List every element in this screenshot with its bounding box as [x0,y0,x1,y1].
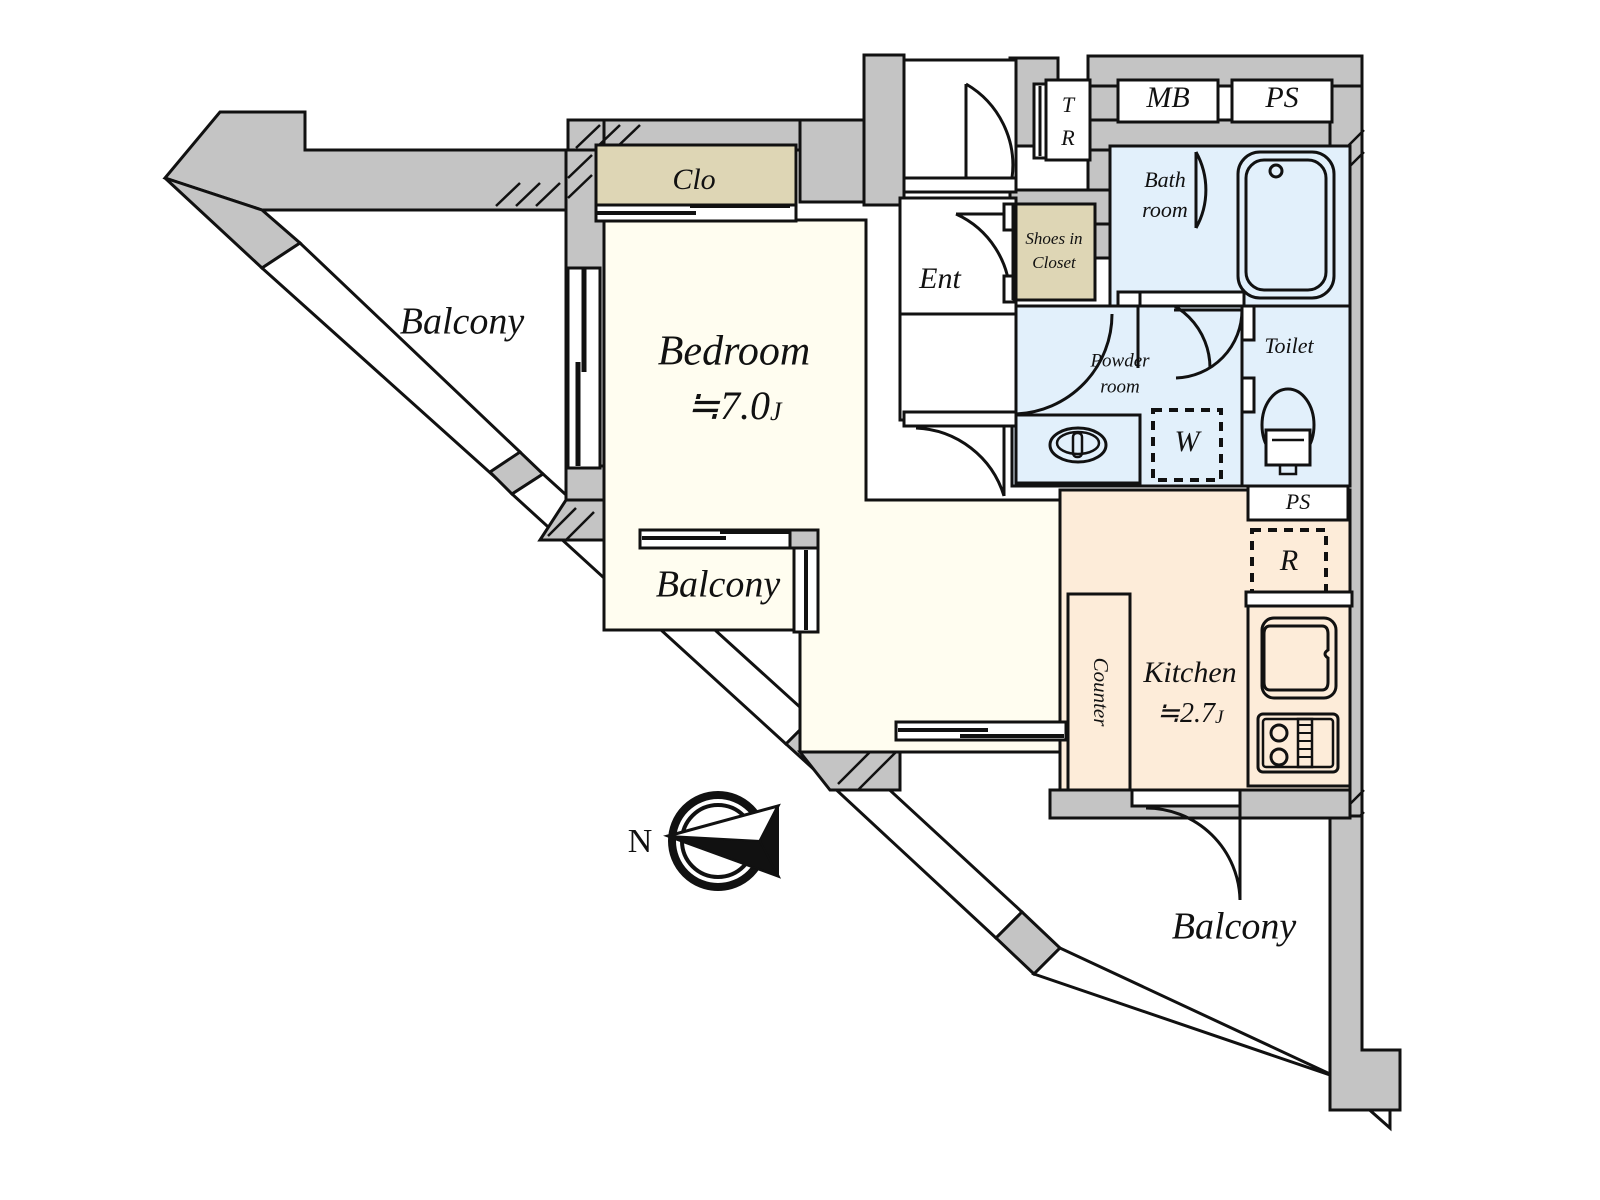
room-entrance-hall [898,312,1018,422]
door-kitchen-to-balcony[interactable] [1130,788,1242,901]
labels: Balcony Balcony Balcony Bedroom ≒7.0J Ki… [400,81,1315,948]
compass-north-label: N [628,823,653,860]
wall-hatch-decor-nw [495,124,641,207]
balcony-rail-south-b [1031,946,1392,1132]
door-front-entry[interactable] [902,82,1018,194]
compass-needle-tip [758,805,779,877]
label-refrigerator: R [1279,544,1298,577]
label-shoes-closet-line2: Closet [1032,253,1077,272]
label-toilet: Toilet [1264,333,1314,358]
label-shaft-ps-mid: PS [1285,489,1310,514]
kitchen-counter-peninsula [1066,592,1132,792]
shaft-ps-top [1230,78,1334,124]
label-shoes-closet-line1: Shoes in [1025,229,1082,248]
bathtub-fixture [1236,150,1336,300]
label-kitchen-area: ≒2.7J [1157,698,1226,729]
vanity-basin-fixture [1048,426,1108,464]
fixtures [1014,150,1354,792]
shaft-boxes [1044,78,1350,522]
label-balcony-south: Balcony [1172,906,1297,948]
room-closet [594,143,798,215]
door-powder-west[interactable] [1014,312,1116,416]
vanity-counter [1014,413,1142,485]
room-entrance [898,196,1018,322]
label-washer: W [1175,425,1203,458]
label-bedroom-area: ≒7.0J [686,383,783,428]
label-shaft-ps-top: PS [1264,81,1298,114]
stove-fixture [1256,712,1340,774]
room-bathroom [1108,144,1352,308]
window-living-south[interactable] [894,720,1068,742]
washer-marker [1151,408,1223,482]
label-powder-line2: room [1100,376,1139,397]
door-tr-closet[interactable] [1032,82,1048,160]
room-front-porch [902,58,1018,182]
door-bathroom-swing2[interactable] [1120,152,1206,228]
balcony-rail-northwest [259,241,523,481]
kitchen-counter-edge [1244,590,1354,608]
label-balcony-mid: Balcony [656,564,781,606]
window-bedroom-south[interactable] [638,528,820,550]
shaft-mb [1116,78,1220,124]
toilet-fixture [1260,387,1316,476]
label-shaft-mb: MB [1145,81,1189,114]
wall-hatch-decor-sw [547,507,595,541]
label-bedroom: Bedroom [658,329,810,375]
window-bedroom-southeast[interactable] [792,546,820,634]
shaft-ps-mid [1246,484,1350,522]
doors-and-windows [566,82,1256,901]
shaft-tr [1044,78,1092,162]
label-counter: Counter [1089,658,1113,728]
label-shaft-tr-line1: T [1062,92,1076,117]
kitchen-sink-fixture [1260,616,1338,700]
threshold-bathroom [1138,290,1246,308]
door-entrance-to-living[interactable] [902,410,1018,497]
wall-entry-column [862,53,906,207]
label-shaft-tr-line2: R [1060,125,1075,150]
room-shoes-closet [1011,202,1097,302]
window-bedroom-west[interactable] [566,266,602,470]
closet-sliding-doors[interactable] [594,203,798,223]
label-powder-line1: Powder [1089,350,1150,371]
label-kitchen: Kitchen [1142,656,1236,689]
jamb-toilet-bottom [1240,376,1256,414]
label-bathroom-line1: Bath [1144,167,1186,192]
label-balcony-west: Balcony [400,301,525,343]
jamb-toilet-top [1240,304,1256,342]
label-bathroom-line2: room [1142,197,1188,222]
wall-southeast-exterior [1328,814,1402,1112]
label-closet: Clo [672,163,715,196]
compass-rose: N [628,791,782,891]
label-entrance: Ent [918,262,961,295]
refrigerator-marker [1250,528,1328,596]
door-bath-arc-a[interactable] [1136,151,1208,229]
